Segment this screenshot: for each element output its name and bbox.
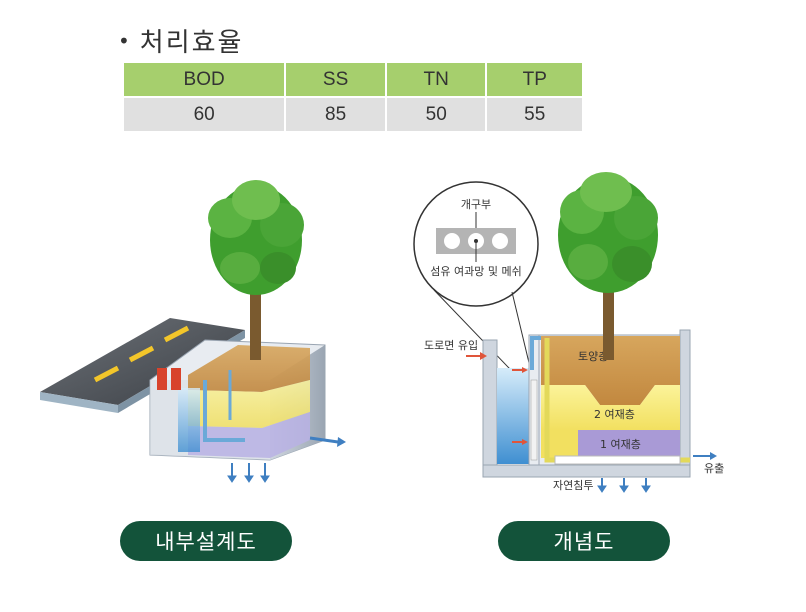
inlet-grate-right xyxy=(171,368,181,390)
road-inflow-label: 도로면 유입 xyxy=(424,339,478,352)
outflow-right-arrow-icon xyxy=(693,452,717,460)
fiber-filter-label: 섬유 여과망 및 메쉬 xyxy=(430,265,521,278)
bioretention-box xyxy=(150,340,346,482)
outflow-label: 유출 xyxy=(704,462,724,475)
infiltration-label: 자연침투 xyxy=(553,479,593,492)
inflow-chamber xyxy=(178,388,200,452)
caption-internal-design: 내부설계도 xyxy=(120,521,292,561)
infiltration-arrows-icon xyxy=(228,463,269,482)
opening-label: 개구부 xyxy=(461,198,491,211)
internal-design-diagram xyxy=(40,180,346,482)
magnified-detail: 개구부 섬유 여과망 및 메쉬 xyxy=(414,182,538,392)
water-chamber xyxy=(497,368,529,464)
concept-diagram: 개구부 섬유 여과망 및 메쉬 xyxy=(414,172,724,492)
media-layer-2-label: 2 여재층 xyxy=(594,408,635,421)
concept-container: 토양층 2 여재층 1 여재층 도로면 유입 유출 xyxy=(424,330,724,492)
inlet-grate-left xyxy=(157,368,167,390)
caption-concept: 개념도 xyxy=(498,521,670,561)
media-layer-1-label: 1 여재층 xyxy=(600,438,641,451)
infiltration-down-arrows-icon xyxy=(598,478,650,492)
tree-right-icon xyxy=(558,172,658,360)
